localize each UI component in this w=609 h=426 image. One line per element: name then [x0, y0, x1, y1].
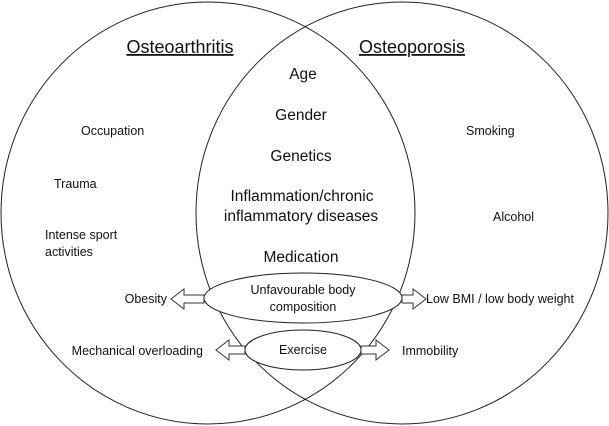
left-factor-trauma: Trauma	[54, 177, 97, 191]
shared-factor-genetics: Genetics	[270, 148, 331, 165]
effect-low-bmi: Low BMI / low body weight	[426, 292, 575, 306]
effect-mechanical-overloading: Mechanical overloading	[72, 344, 203, 358]
exercise-label: Exercise	[279, 343, 327, 357]
osteoarthritis-circle	[0, 1, 416, 425]
body-composition-oval	[203, 272, 403, 324]
left-factor-intense-sport-line1: Intense sport	[45, 228, 118, 242]
left-factor-occupation: Occupation	[81, 124, 144, 138]
effect-immobility: Immobility	[402, 344, 459, 358]
right-factor-alcohol: Alcohol	[493, 210, 534, 224]
osteoarthritis-title: Osteoarthritis	[126, 37, 233, 57]
shared-factor-age: Age	[289, 66, 317, 83]
osteoporosis-title: Osteoporosis	[359, 37, 465, 57]
body-composition-line2: composition	[270, 300, 337, 314]
arrow-to-obesity-icon	[170, 287, 205, 311]
left-factor-intense-sport-line2: activities	[45, 245, 93, 259]
body-composition-line1: Unfavourable body	[251, 283, 357, 297]
arrow-to-low-bmi-icon	[401, 287, 427, 311]
effect-obesity: Obesity	[125, 292, 168, 306]
right-factor-smoking: Smoking	[466, 124, 515, 138]
shared-factor-gender: Gender	[275, 107, 327, 124]
shared-factor-medication: Medication	[264, 249, 339, 266]
arrow-to-immobility-icon	[360, 338, 390, 362]
shared-factor-inflammation-line2: inflammatory diseases	[224, 208, 378, 225]
arrow-to-mechanical-overloading-icon	[215, 338, 246, 362]
osteoporosis-circle	[195, 1, 609, 425]
shared-factor-inflammation-line1: Inflammation/chronic	[230, 188, 373, 205]
